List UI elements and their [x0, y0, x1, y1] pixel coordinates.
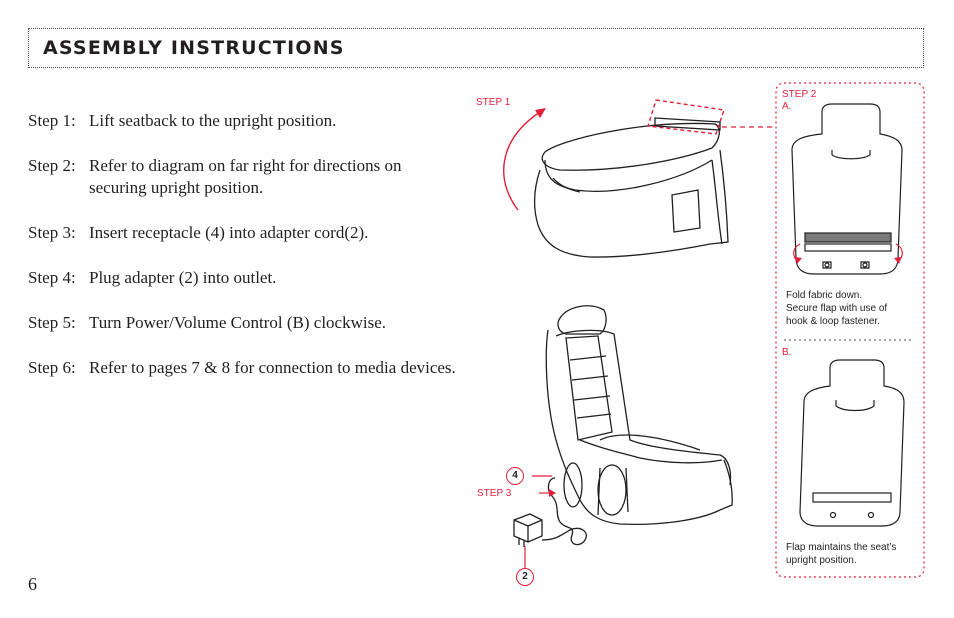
- caption-b-line: Flap maintains the seat’s: [786, 542, 897, 553]
- step-number: Step 5:: [28, 313, 76, 332]
- step-number: Step 3:: [28, 223, 76, 242]
- step-text-continued: securing upright position.: [89, 178, 264, 197]
- callout-4: 4: [506, 467, 524, 485]
- caption-b-line: upright position.: [786, 555, 857, 566]
- seatback-b: [799, 359, 905, 527]
- step-2: Step 2: Refer to diagram on far right for…: [28, 155, 402, 199]
- caption-a-line: Secure flap with use of: [786, 303, 888, 314]
- step-text: Refer to pages 7 & 8 for connection to m…: [89, 358, 456, 377]
- caption-b: Flap maintains the seat’s upright positi…: [786, 541, 896, 567]
- chair-reclined: [534, 117, 729, 258]
- step3-label: STEP 3: [477, 488, 512, 499]
- chair-upright: [545, 305, 733, 526]
- panel-b-label: B.: [782, 347, 792, 358]
- section-header: ASSEMBLY INSTRUCTIONS: [28, 28, 924, 68]
- step-number: Step 6:: [28, 358, 76, 377]
- step-1: Step 1: Lift seatback to the upright posi…: [28, 110, 336, 132]
- seatback-a: [791, 103, 903, 275]
- lift-arrow: [503, 111, 541, 211]
- step-text: Refer to diagram on far right for direct…: [89, 156, 402, 175]
- adapter-cord: [541, 477, 587, 546]
- step-number: Step 4:: [28, 268, 76, 287]
- caption-a-line: Fold fabric down.: [786, 290, 863, 301]
- step-text: Insert receptacle (4) into adapter cord(…: [89, 223, 369, 242]
- step-6: Step 6: Refer to pages 7 & 8 for connecti…: [28, 357, 456, 379]
- step-text: Plug adapter (2) into outlet.: [89, 268, 277, 287]
- step-3: Step 3: Insert receptacle (4) into adapte…: [28, 222, 368, 244]
- highlight-box: [647, 99, 725, 135]
- step-text: Turn Power/Volume Control (B) clockwise.: [89, 313, 387, 332]
- lift-arrowhead: [535, 108, 546, 118]
- step-5: Step 5: Turn Power/Volume Control (B) clo…: [28, 312, 386, 334]
- page-number: 6: [28, 574, 37, 594]
- step1-label: STEP 1: [476, 97, 511, 108]
- step2-label: STEP 2: [782, 89, 817, 100]
- power-adapter: [513, 513, 543, 547]
- page-title: ASSEMBLY INSTRUCTIONS: [43, 37, 345, 59]
- caption-a-line: hook & loop fastener.: [786, 316, 880, 327]
- panel-a-label: A.: [782, 101, 792, 112]
- callout-2: 2: [516, 568, 534, 586]
- step-text: Lift seatback to the upright position.: [89, 111, 337, 130]
- caption-a: Fold fabric down. Secure flap with use o…: [786, 289, 887, 328]
- step-number: Step 2:: [28, 156, 76, 175]
- detail-panel: [775, 82, 925, 578]
- step-number: Step 1:: [28, 111, 76, 130]
- step-4: Step 4: Plug adapter (2) into outlet.: [28, 267, 276, 289]
